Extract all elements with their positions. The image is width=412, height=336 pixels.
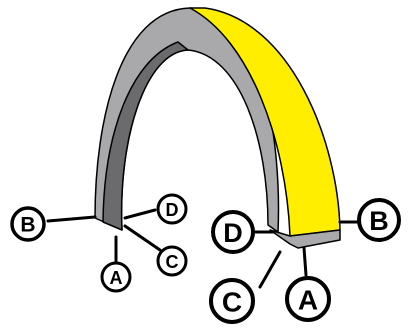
label-right-b: B <box>357 198 401 242</box>
label-right-c-text: C <box>222 287 242 318</box>
label-left-c: C <box>156 245 188 277</box>
label-left-b: B <box>10 206 46 242</box>
right-leg-end-face <box>269 229 341 249</box>
label-left-b-text: B <box>20 214 35 237</box>
leader-right-a <box>302 246 308 277</box>
leader-left-d <box>123 208 157 220</box>
label-left-a-text: A <box>110 268 123 288</box>
label-left-d: D <box>156 193 188 225</box>
leader-left-c <box>123 224 162 252</box>
label-right-d: D <box>211 210 255 254</box>
right-leader-lines <box>252 220 360 289</box>
arch-inner-face <box>102 41 189 231</box>
label-right-a: A <box>285 276 331 322</box>
label-left-d-text: D <box>166 200 179 220</box>
label-right-c: C <box>209 278 255 324</box>
leader-left-b <box>46 215 97 223</box>
leader-right-c <box>258 250 282 289</box>
label-left-a: A <box>100 261 132 293</box>
left-leader-lines <box>46 208 162 263</box>
label-right-b-text: B <box>369 206 389 236</box>
label-right-d-text: D <box>223 218 243 248</box>
label-right-a-text: A <box>298 285 318 316</box>
label-left-c-text: C <box>166 252 179 272</box>
